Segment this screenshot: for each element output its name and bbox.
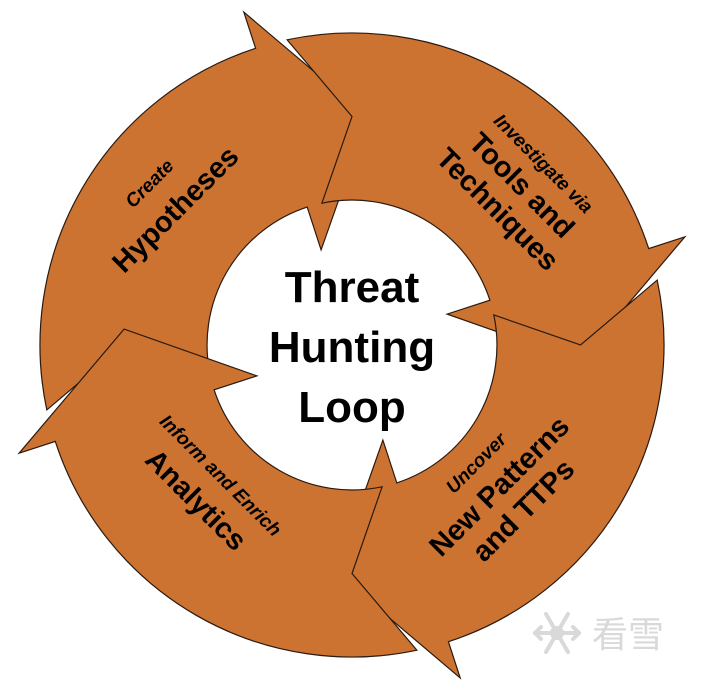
center-line-2: Hunting	[269, 323, 435, 372]
arrow-segment-create	[39, 10, 369, 412]
arrow-segment-inform	[17, 328, 419, 658]
center-line-3: Loop	[298, 383, 406, 432]
watermark: 看雪	[533, 612, 664, 656]
snowflake-icon	[533, 612, 581, 654]
arrow-segment-uncover	[335, 278, 665, 680]
center-label: Threat Hunting Loop	[269, 263, 435, 432]
loop-arrows	[17, 10, 687, 680]
center-line-1: Threat	[285, 263, 420, 312]
watermark-text: 看雪	[592, 615, 664, 656]
arrow-segment-investigate	[285, 32, 687, 362]
